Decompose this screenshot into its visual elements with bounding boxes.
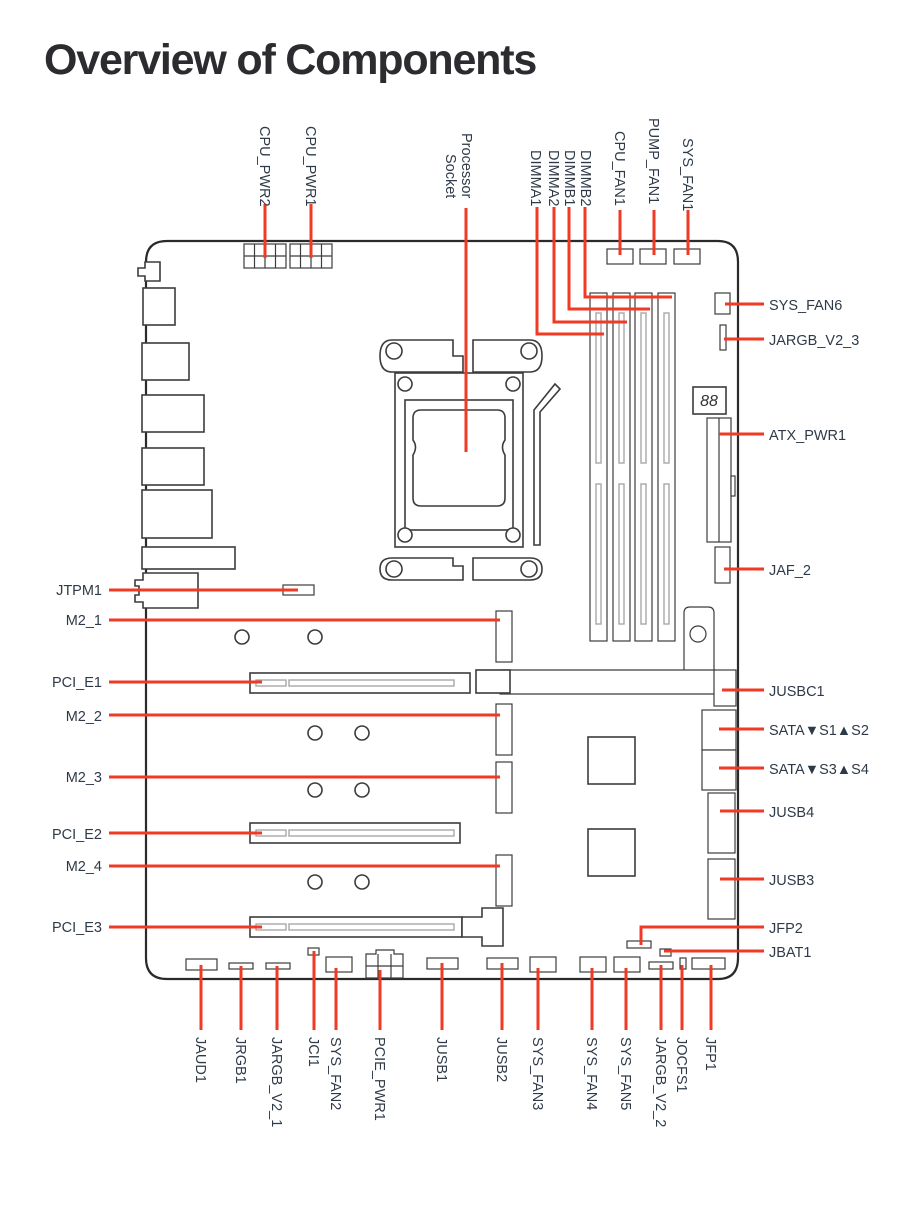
label-sys-fan2: SYS_FAN2 <box>327 1037 343 1110</box>
label-jargb-v2-3: JARGB_V2_3 <box>769 333 859 349</box>
label-dimmb1: DIMMB1 <box>561 150 577 206</box>
leader-dimma1 <box>535 207 604 336</box>
pci-e-slots <box>249 669 511 947</box>
label-jusbc1: JUSBC1 <box>769 684 825 700</box>
label-cpu-pwr2: CPU_PWR2 <box>256 126 272 207</box>
label-processor-socket-line1: Processor <box>458 133 474 198</box>
label-jusb4: JUSB4 <box>769 805 814 821</box>
board-outline <box>144 239 740 981</box>
label-atx-pwr1: ATX_PWR1 <box>769 428 846 444</box>
label-m2-3: M2_3 <box>66 770 102 786</box>
label-jocfs1: JOCFS1 <box>673 1037 689 1093</box>
label-pci-e1: PCI_E1 <box>52 675 102 691</box>
label-sys-fan5: SYS_FAN5 <box>617 1037 633 1110</box>
dimm-slots <box>589 292 676 642</box>
label-m2-2: M2_2 <box>66 709 102 725</box>
label-jargb-v2-2: JARGB_V2_2 <box>652 1037 668 1127</box>
label-processor-socket-line2: Socket <box>442 154 458 198</box>
label-m2-1: M2_1 <box>66 613 102 629</box>
chipsets <box>587 736 636 877</box>
label-jargb-v2-1: JARGB_V2_1 <box>268 1037 284 1127</box>
right-labels: SYS_FAN6 JARGB_V2_3 ATX_PWR1 JAF_2 JUSBC… <box>769 298 869 961</box>
label-jaud1: JAUD1 <box>192 1037 208 1083</box>
left-labels: JTPM1 M2_1 PCI_E1 M2_2 M2_3 PCI_E2 M2_4 … <box>52 583 102 936</box>
bottom-headers <box>185 940 726 979</box>
label-dimma1: DIMMA1 <box>527 150 543 206</box>
leader-lines <box>109 204 764 1030</box>
debug-led: 88 <box>700 393 718 410</box>
label-jfp1: JFP1 <box>702 1037 718 1071</box>
label-m2-4: M2_4 <box>66 859 102 875</box>
label-pci-e3: PCI_E3 <box>52 920 102 936</box>
label-sys-fan1: SYS_FAN1 <box>679 138 695 211</box>
label-sata-s3-s4: SATA▼S3▲S4 <box>769 762 869 778</box>
leader-dimma2 <box>552 207 627 324</box>
label-cpu-fan1: CPU_FAN1 <box>611 131 627 206</box>
page-title: Overview of Components <box>44 36 537 84</box>
label-jbat1: JBAT1 <box>769 945 811 961</box>
label-sata-s1-s2: SATA▼S1▲S2 <box>769 723 869 739</box>
label-pcie-pwr1: PCIE_PWR1 <box>371 1037 387 1121</box>
top-fan-headers <box>606 248 701 265</box>
label-jtpm1: JTPM1 <box>56 583 102 599</box>
leader-jfp2 <box>639 925 764 945</box>
label-sys-fan3: SYS_FAN3 <box>529 1037 545 1110</box>
label-jusb2: JUSB2 <box>493 1037 509 1082</box>
label-sys-fan4: SYS_FAN4 <box>583 1037 599 1110</box>
label-dimma2: DIMMA2 <box>545 150 561 206</box>
label-jaf-2: JAF_2 <box>769 563 811 579</box>
processor-socket-drawing <box>379 339 562 581</box>
label-pump-fan1: PUMP_FAN1 <box>645 118 661 204</box>
label-jusb1: JUSB1 <box>433 1037 449 1082</box>
label-pci-e2: PCI_E2 <box>52 827 102 843</box>
label-jci1: JCI1 <box>305 1037 321 1067</box>
label-cpu-pwr1: CPU_PWR1 <box>302 126 318 207</box>
label-jfp2: JFP2 <box>769 921 803 937</box>
leader-dimmb2 <box>583 207 672 299</box>
label-sys-fan6: SYS_FAN6 <box>769 298 842 314</box>
label-jusb3: JUSB3 <box>769 873 814 889</box>
rear-io-panel <box>134 261 236 609</box>
label-jrgb1: JRGB1 <box>232 1037 248 1084</box>
leader-dimmb1 <box>567 207 650 311</box>
top-labels: CPU_PWR2 CPU_PWR1 Processor Socket DIMMA… <box>256 118 695 211</box>
m2-slots <box>234 610 513 907</box>
bottom-labels: JAUD1 JRGB1 JARGB_V2_1 JCI1 SYS_FAN2 PCI… <box>192 1037 718 1127</box>
label-dimmb2: DIMMB2 <box>577 150 593 206</box>
